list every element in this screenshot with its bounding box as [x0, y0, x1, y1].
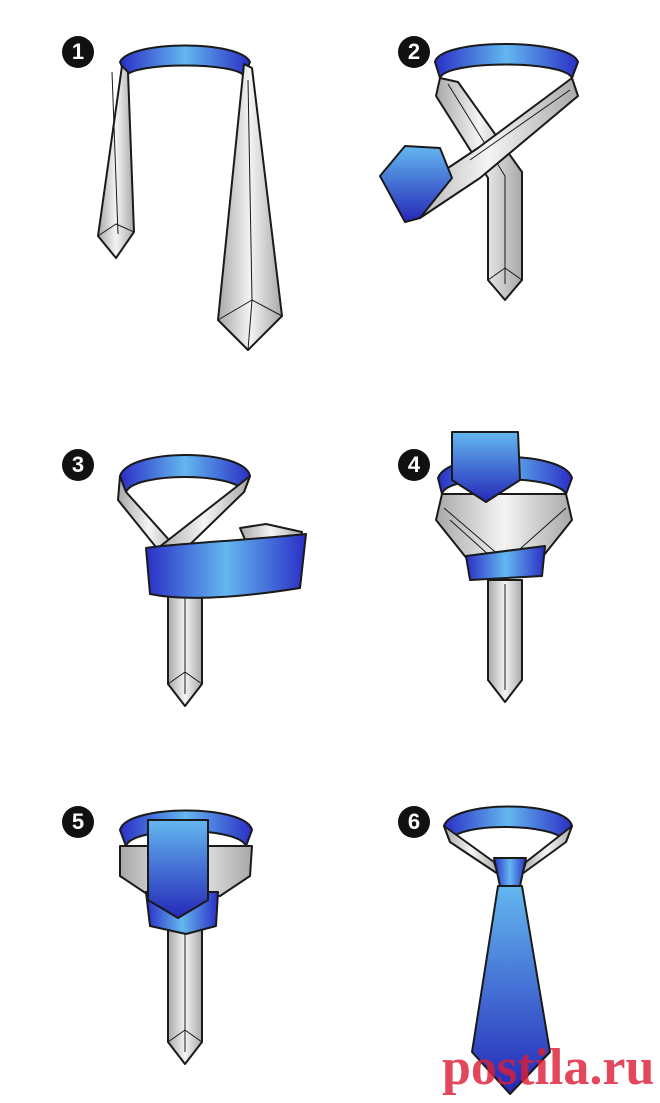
collar-band: [119, 454, 251, 493]
step-3-illustration: [117, 454, 307, 707]
step-4-illustration: [435, 431, 573, 703]
narrow-end: [97, 65, 135, 259]
knot-loops: [435, 493, 573, 561]
collar-band: [434, 43, 579, 79]
wide-wrap: [145, 533, 307, 599]
front-band: [465, 545, 546, 581]
collar-band: [119, 44, 251, 77]
watermark: postila.ru: [442, 1039, 655, 1096]
step-1-illustration: [97, 44, 283, 351]
step-5-illustration: [119, 809, 253, 1065]
collar-left: [443, 825, 499, 875]
narrow-end: [435, 77, 523, 301]
tie-blade: [471, 885, 551, 1095]
step-number-1: 1: [62, 36, 94, 68]
step-2-illustration: [379, 43, 579, 301]
wide-blade: [379, 145, 453, 223]
step-number-4: 4: [398, 449, 430, 481]
step-number-3: 3: [62, 449, 94, 481]
step-number-5: 5: [62, 806, 94, 838]
step-6-illustration: [443, 805, 573, 1095]
step-number-6: 6: [398, 806, 430, 838]
tie-knot: [493, 857, 527, 887]
collar-band: [443, 805, 573, 843]
collar-right: [521, 825, 573, 875]
wide-end-up: [451, 431, 521, 503]
step-number-2: 2: [398, 36, 430, 68]
wide-end-through: [147, 819, 209, 919]
